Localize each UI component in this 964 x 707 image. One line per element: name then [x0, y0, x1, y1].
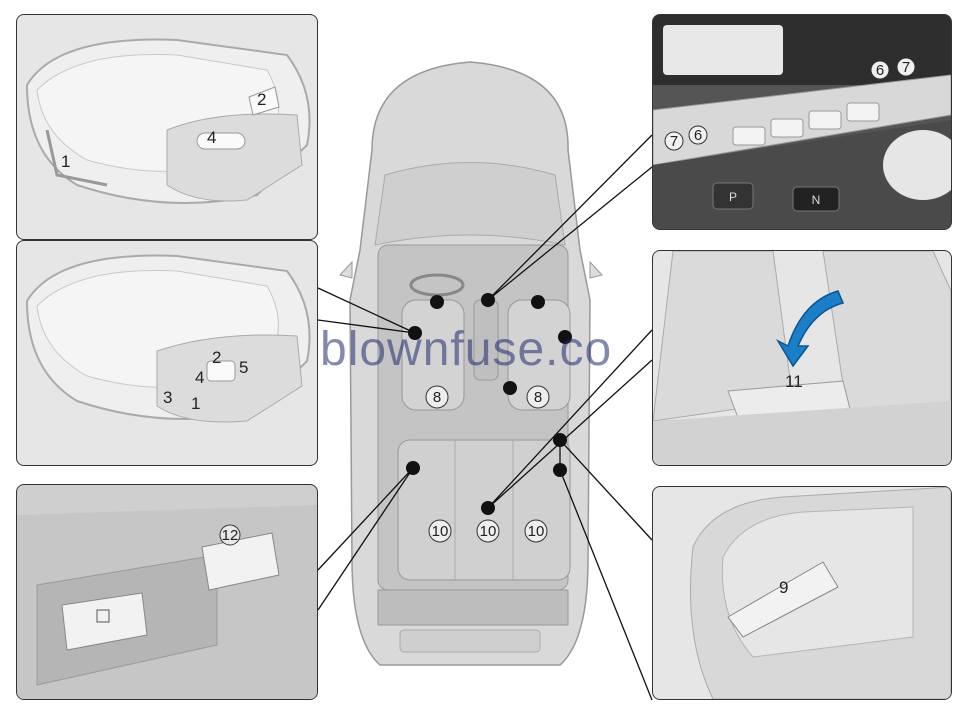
- seat-illustration-2: 2 5 4 3 1: [25, 254, 311, 423]
- label-6a: 6: [876, 62, 884, 79]
- panel-door-switches: 12: [16, 484, 318, 700]
- car-top-view: [339, 61, 603, 666]
- car-labels: 8 8 10 10 10: [425, 385, 550, 543]
- car-label-10b: 10: [480, 523, 497, 540]
- armrest-illustration: 11: [653, 251, 951, 465]
- car-label-10c: 10: [528, 523, 545, 540]
- label-9: 9: [779, 578, 788, 597]
- fold-arrow-icon: [776, 290, 845, 368]
- label-11: 11: [785, 372, 803, 391]
- lever-illustration: 9: [690, 487, 951, 699]
- label-7b: 7: [670, 133, 678, 150]
- label-2: 2: [257, 90, 266, 109]
- label-7a: 7: [902, 59, 910, 76]
- panel-center-console: P N 6 7 7 6: [652, 14, 952, 230]
- gear-n-label: N: [812, 193, 821, 207]
- door-switch-illustration: 12: [17, 505, 317, 699]
- label-4: 4: [195, 368, 204, 387]
- label-6b: 6: [694, 127, 702, 144]
- car-markers: [406, 293, 572, 515]
- label-3: 3: [163, 388, 172, 407]
- car-label-8a: 8: [433, 389, 441, 406]
- panel-rear-armrest: 11: [652, 250, 952, 466]
- seat-illustration-1: 2 4 1: [25, 38, 311, 204]
- label-12: 12: [222, 527, 239, 544]
- console-illustration: P N 6 7 7 6: [653, 15, 951, 229]
- label-4: 4: [207, 128, 216, 147]
- gear-p-label: P: [729, 190, 737, 204]
- car-label-10a: 10: [432, 523, 449, 540]
- panel-rear-door-lever: 9: [652, 486, 952, 700]
- panel-seat-controls-mid: 2 5 4 3 1: [16, 240, 318, 466]
- label-1: 1: [191, 394, 200, 413]
- label-1: 1: [61, 152, 70, 171]
- label-2: 2: [212, 348, 221, 367]
- car-label-8b: 8: [534, 389, 542, 406]
- label-5: 5: [239, 358, 248, 377]
- panel-seat-controls-top: 2 4 1: [16, 14, 318, 240]
